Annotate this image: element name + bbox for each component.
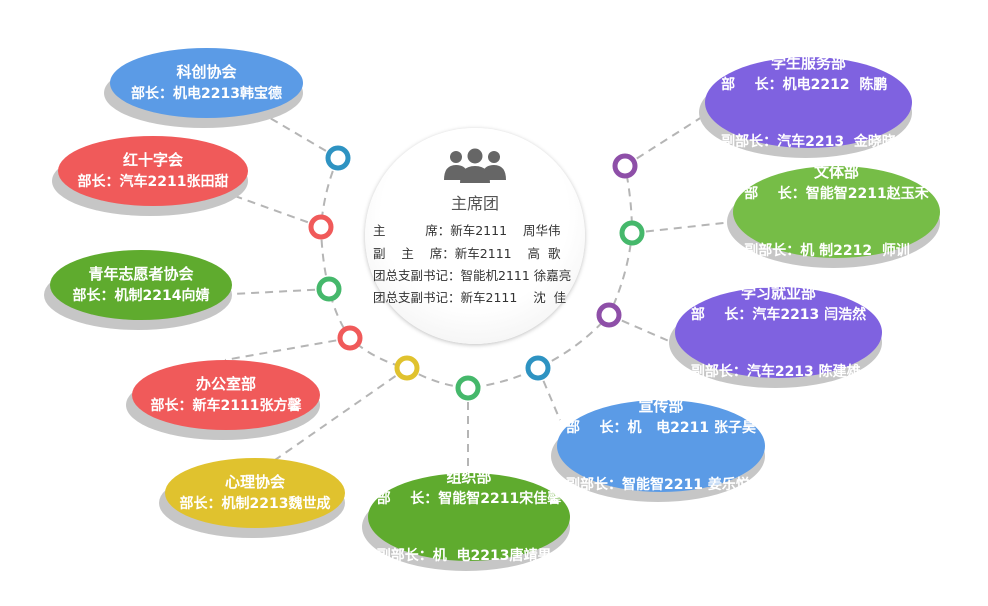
presidium-title: 主席团: [450, 194, 499, 213]
dept-name: 宣传部: [638, 397, 684, 415]
dept-head: 部长：机制2213魏世成: [179, 495, 331, 512]
ring-dot: [525, 355, 551, 381]
dept-name: 办公室部: [195, 374, 256, 393]
connector-bangongshi: [224, 337, 351, 361]
dept-name: 红十字会: [122, 150, 183, 169]
ring-dot: [596, 302, 622, 328]
dept-hongshizi: 红十字会 部长：汽车2211张田甜: [52, 136, 248, 216]
dept-deputy: 副部长：机 电2213唐靖果: [376, 548, 552, 564]
connector-wenti: [631, 221, 734, 234]
dept-head: 部 长：机 电2211 张子昊: [566, 420, 756, 436]
presidium-row: 副 主 席：新车2111 高 歌: [373, 246, 561, 261]
dept-name: 组织部: [446, 468, 492, 486]
dept-wenti: 文体部 部 长：智能智2211赵玉禾 副部长：机 制2212 师训: [727, 163, 940, 268]
ring-dot: [325, 145, 351, 171]
dept-bangongshi: 办公室部 部长：新车2111张方馨: [126, 360, 320, 440]
connector-xuexi: [608, 314, 679, 346]
dept-name: 学习就业部: [740, 283, 816, 302]
dept-deputy: 副部长：汽车2213 金晓晓: [721, 133, 896, 150]
people-group-icon: [444, 148, 506, 183]
dept-deputy: 副部长：机 制2212 师训: [744, 243, 910, 259]
dept-name: 学生服务部: [770, 53, 846, 72]
dept-xuanchuan: 宣传部 部 长：机 电2211 张子昊 副部长：智能智2211 姜乐悦: [551, 397, 765, 502]
ring-dot: [455, 375, 481, 401]
ring-dot: [394, 355, 420, 381]
dept-name: 文体部: [813, 163, 859, 181]
dept-zuzhi: 组织部 部 长：智能智2211宋佳馨 副部长：机 电2213唐靖果: [362, 468, 570, 571]
dept-head: 部 长：智能智2211宋佳馨: [376, 491, 562, 507]
presidium-row: 团总支副书记：新车2111 沈 佳: [373, 290, 567, 305]
ring-dot: [308, 214, 334, 240]
dept-head: 部 长：智能智2211赵玉禾: [744, 186, 929, 202]
ring-arc: [319, 157, 634, 390]
presidium-circle: 主席团 主 席：新车2111 周华伟 副 主 席：新车2111 高 歌 团总支副…: [365, 128, 585, 344]
ring-dot: [337, 325, 363, 351]
dept-xinli: 心理协会 部长：机制2213魏世成: [159, 458, 345, 538]
dept-xuexi: 学习就业部 部 长：汽车2213 闫浩然 副部长：汽车2213 陈建雄: [669, 283, 882, 388]
connector-xuesheng: [624, 114, 706, 167]
dept-name: 心理协会: [224, 472, 285, 491]
dept-head: 部长：汽车2211张田甜: [77, 173, 229, 190]
dept-deputy: 副部长：智能智2211 姜乐悦: [566, 477, 750, 493]
connector-hongshizi: [234, 195, 322, 228]
dept-xuesheng: 学生服务部 部 长：机电2212 陈鹏 副部长：汽车2213 金晓晓: [699, 53, 912, 158]
ring-dot: [612, 153, 638, 179]
ring-dot: [619, 220, 645, 246]
dept-kechuang: 科创协会 部长：机电2213韩宝德: [104, 48, 303, 128]
connector-qingnian: [232, 288, 330, 295]
presidium-row: 主 席：新车2111 周华伟: [373, 223, 561, 238]
connector-xuanchuan: [537, 367, 561, 421]
dept-head: 部长：机制2214向婧: [72, 287, 210, 304]
dept-qingnian: 青年志愿者协会 部长：机制2214向婧: [44, 250, 232, 330]
presidium-row: 团总支副书记：智能机2111 徐嘉亮: [373, 268, 572, 283]
dept-name: 科创协会: [176, 62, 237, 81]
dept-name: 青年志愿者协会: [88, 264, 194, 283]
dept-deputy: 副部长：汽车2213 陈建雄: [690, 363, 861, 380]
dept-head: 部 长：汽车2213 闫浩然: [690, 306, 867, 323]
ring-dot: [316, 276, 342, 302]
dept-head: 部 长：机电2212 陈鹏: [721, 76, 888, 93]
dept-head: 部长：机电2213韩宝德: [131, 85, 282, 102]
dept-head: 部长：新车2111张方馨: [150, 397, 302, 414]
